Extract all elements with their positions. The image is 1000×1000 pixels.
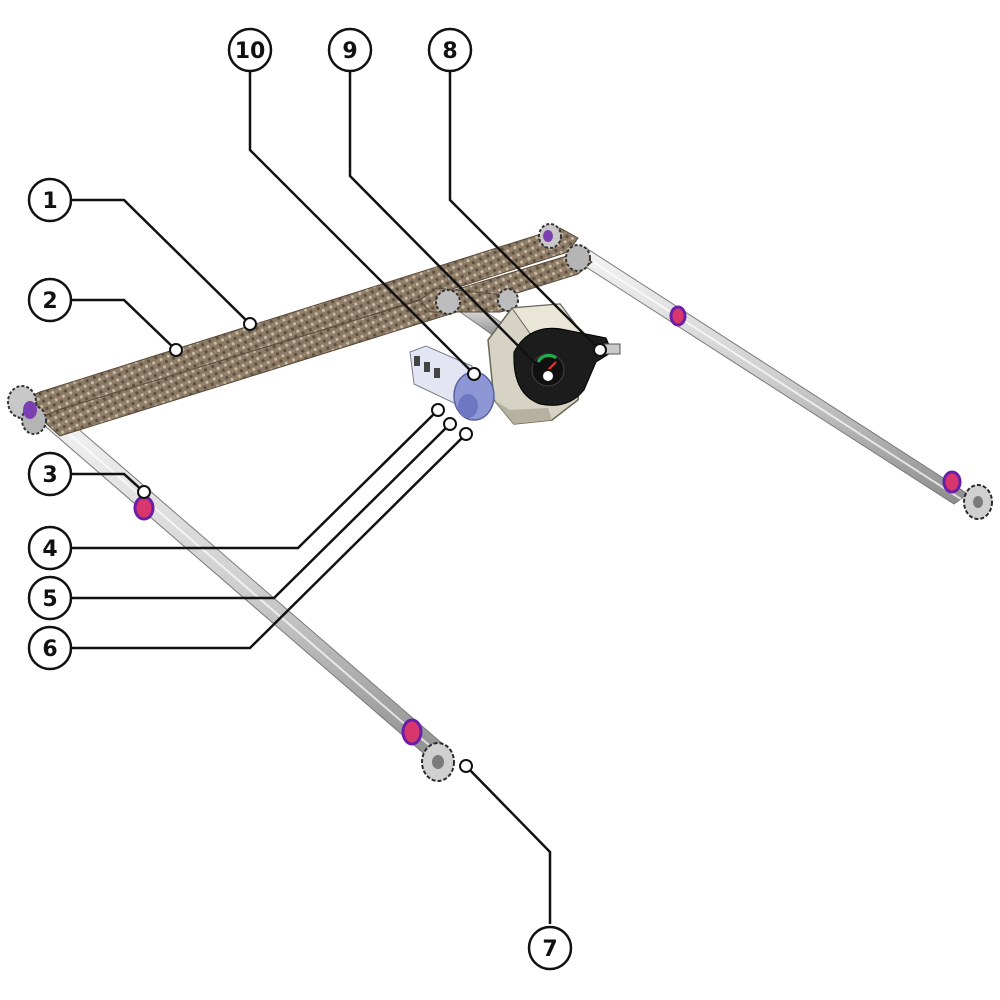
motor [409, 345, 495, 421]
collar-right-lower [942, 470, 962, 494]
leader-line-3 [72, 472, 145, 493]
callout-label-6: 6 [42, 637, 57, 662]
leader-line-2 [72, 298, 177, 351]
pointer-dots [137, 317, 607, 773]
callout-8: 8 [427, 27, 473, 73]
pointer-dot-4 [431, 403, 445, 417]
callout-label-3: 3 [42, 463, 57, 488]
left-shaft [37, 407, 453, 765]
leader-line-5 [72, 423, 451, 600]
pointer-dot-6 [459, 427, 473, 441]
callout-9: 9 [327, 27, 373, 73]
end-sprocket-right [963, 484, 993, 520]
leader-line-9 [348, 72, 549, 377]
callout-label-2: 2 [42, 289, 57, 314]
pointer-dot-9 [541, 369, 555, 383]
collar-right-upper [669, 305, 687, 327]
right-shaft [571, 247, 969, 505]
callout-4: 4 [27, 525, 73, 571]
pointer-dot-3 [137, 485, 151, 499]
callout-label-10: 10 [235, 39, 266, 64]
sprocket-left [7, 385, 47, 435]
leader-line-10 [248, 72, 475, 375]
leader-lines [72, 72, 601, 924]
callout-label-4: 4 [42, 537, 57, 562]
pointer-dot-7 [459, 759, 473, 773]
sprocket-center [435, 288, 519, 315]
leader-line-6 [72, 433, 467, 650]
pointer-dot-8 [593, 343, 607, 357]
collar-left-lower [401, 718, 423, 746]
callout-label-1: 1 [42, 189, 57, 214]
pointer-dot-1 [243, 317, 257, 331]
pointer-dot-2 [169, 343, 183, 357]
callout-10: 10 [227, 27, 273, 73]
callout-label-9: 9 [342, 39, 357, 64]
leader-line-4 [72, 409, 439, 550]
callout-label-8: 8 [442, 39, 457, 64]
pointer-dot-5 [443, 417, 457, 431]
callout-label-7: 7 [542, 937, 557, 962]
callout-label-5: 5 [42, 587, 57, 612]
sprocket-right [538, 223, 591, 272]
callout-1: 1 [27, 177, 73, 223]
callout-2: 2 [27, 277, 73, 323]
callout-3: 3 [27, 451, 73, 497]
callout-5: 5 [27, 575, 73, 621]
mechanism-drawing [7, 223, 993, 782]
collar-left-upper [133, 495, 155, 521]
callout-7: 7 [527, 925, 573, 971]
leader-line-8 [448, 72, 601, 351]
pointer-dot-10 [467, 367, 481, 381]
end-sprocket-left [421, 742, 455, 782]
leader-line-1 [72, 198, 251, 325]
dial-plate [513, 327, 621, 406]
callout-6: 6 [27, 625, 73, 671]
leader-line-7 [465, 765, 552, 924]
